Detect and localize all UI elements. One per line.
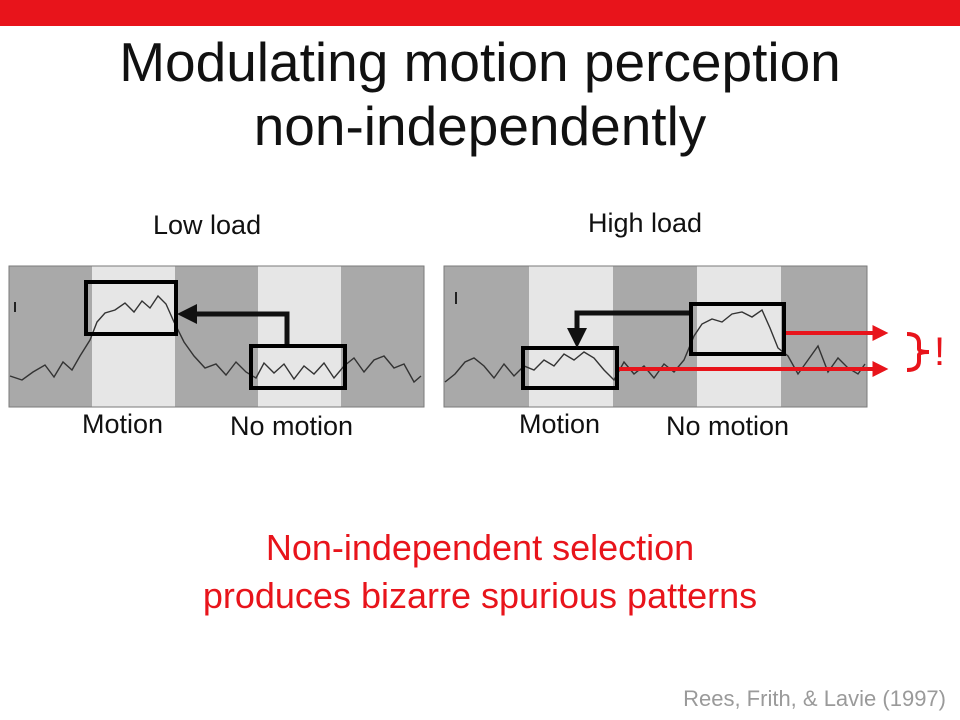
motion-block (529, 266, 613, 407)
panel-high-load-motion-label: Motion (519, 409, 601, 439)
title-line-1: Modulating motion perception (119, 31, 841, 93)
comparison-brace (906, 332, 930, 372)
panel-high-load (443, 265, 930, 408)
panel-background (444, 266, 867, 407)
panel-background (9, 266, 424, 407)
no-motion-selection-box (689, 302, 786, 356)
motion-block (92, 266, 175, 407)
panel-low-load-no-motion-label: No motion (230, 411, 354, 441)
motion-selection-box (84, 280, 178, 336)
no-motion-selection-box (249, 344, 347, 390)
key-message: Non-independent selection produces bizar… (0, 524, 960, 620)
panel-high-load-label: High load (588, 208, 703, 238)
comparison-arrow (567, 310, 689, 348)
title-line-2: non-independently (253, 95, 707, 157)
bold-signal-trace (9, 294, 422, 384)
slide-title: Modulating motion perception non-indepen… (0, 30, 960, 158)
panel-border (443, 265, 868, 408)
panel-low-load-label: Low load (153, 210, 262, 240)
message-line-1: Non-independent selection (265, 527, 695, 568)
message-line-2: produces bizarre spurious patterns (202, 575, 758, 616)
exclamation-mark: ! (934, 330, 946, 374)
panel-low-load (8, 265, 425, 408)
no-motion-block (697, 266, 781, 407)
comparison-arrow (177, 304, 290, 344)
citation: Rees, Frith, & Lavie (1997) (683, 686, 946, 711)
motion-selection-box (521, 346, 619, 390)
panel-border (8, 265, 425, 408)
panel-low-load-motion-label: Motion (82, 409, 164, 439)
top-accent-bar (0, 0, 960, 26)
no-motion-block (258, 266, 341, 407)
panel-high-load-no-motion-label: No motion (666, 411, 790, 441)
